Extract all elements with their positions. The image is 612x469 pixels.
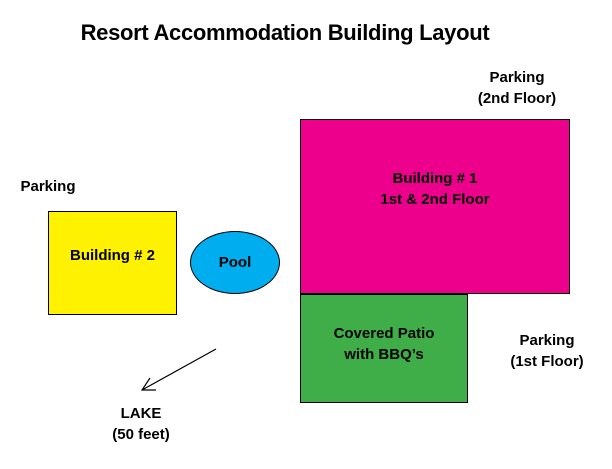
lake-line1: LAKE — [120, 405, 162, 422]
parking-left-line1: Parking — [20, 178, 76, 195]
parking-1st-floor-line1: Parking — [519, 332, 575, 349]
parking-2nd-floor-line1: Parking — [489, 69, 545, 86]
parking-1st-floor-line2: (1st Floor) — [510, 353, 584, 370]
building-2-line1: Building # 2 — [69, 246, 155, 264]
building-1-line1: Building # 1 — [392, 170, 478, 187]
lake-line2: (50 feet) — [112, 426, 170, 443]
diagram-title: Resort Accommodation Building Layout — [80, 20, 490, 45]
building-1: Building # 1 1st & 2nd Floor — [300, 119, 570, 294]
covered-patio: Covered Patio with BBQ’s — [300, 294, 468, 403]
patio-line2: with BBQ’s — [344, 345, 424, 363]
building-1-line2: 1st & 2nd Floor — [380, 191, 490, 208]
lake-label: LAKE (50 feet) — [96, 403, 186, 445]
parking-1st-floor-label: Parking (1st Floor) — [494, 330, 600, 372]
parking-2nd-floor-line2: (2nd Floor) — [477, 90, 557, 107]
patio-line1: Covered Patio — [333, 324, 435, 342]
arrow-head — [140, 377, 156, 391]
arrow-shaft — [141, 348, 217, 391]
parking-2nd-floor-label: Parking (2nd Floor) — [462, 67, 572, 109]
building-2: Building # 2 — [48, 211, 177, 315]
pool-label: Pool — [218, 254, 252, 271]
pool: Pool — [190, 231, 280, 294]
parking-left-label: Parking — [10, 176, 86, 197]
